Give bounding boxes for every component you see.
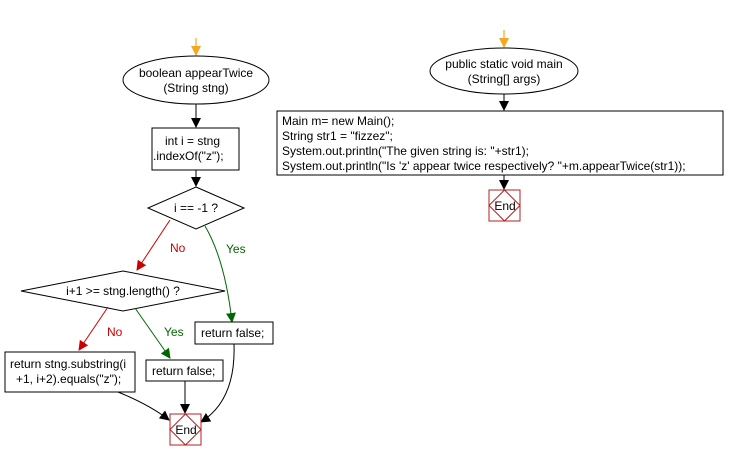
left-start-label-line2: (String stng) <box>163 81 228 95</box>
main-code-line-1: Main m= new Main(); <box>282 114 394 128</box>
decision1-no-label: No <box>170 241 186 255</box>
decision2-diamond <box>20 270 226 312</box>
return-false-label-a: return false; <box>201 326 264 340</box>
decision1-no-arrow <box>136 219 171 271</box>
decision2-label: i+1 >= stng.length() ? <box>66 284 180 298</box>
left-end-diamond <box>169 413 202 446</box>
right-end-label: End <box>494 199 515 213</box>
left-end-label: End <box>175 423 196 437</box>
right-start-terminal <box>429 47 579 95</box>
left-start-label-line1: boolean appearTwice <box>139 66 253 80</box>
return-substring-label-line1: return stng.substring(i <box>10 357 126 371</box>
return-substring-box <box>4 351 136 393</box>
main-code-line-2: String str1 = "fizzez"; <box>282 129 393 143</box>
assign-label-line1: int i = stng <box>165 134 220 148</box>
decision2-no-arrow <box>78 306 109 351</box>
return-false-label-b: return false; <box>152 364 215 378</box>
assign-label-line2: .indexOf("z"); <box>153 149 224 163</box>
right-start-label-line2: (String[] args) <box>468 72 541 86</box>
connector-falsea-to-end <box>200 343 235 423</box>
decision1-yes-arrow <box>204 225 236 323</box>
decision1-yes-label: Yes <box>226 242 246 256</box>
decision2-yes-arrow <box>134 307 171 359</box>
right-end-diamond <box>488 189 521 222</box>
main-code-box <box>276 110 724 176</box>
decision2-yes-label: Yes <box>164 325 184 339</box>
return-substring-label-line2: +1, i+2).equals("z"); <box>16 372 121 386</box>
connector-substring-to-end <box>117 391 170 421</box>
right-start-label-line1: public static void main <box>445 57 562 71</box>
left-start-terminal <box>122 55 270 105</box>
decision2-no-label: No <box>107 325 123 339</box>
assign-box <box>151 127 240 171</box>
decision1-label: i == -1 ? <box>174 201 218 215</box>
main-code-line-4: System.out.println("Is 'z' appear twice … <box>282 159 686 173</box>
decision1-diamond <box>146 186 246 230</box>
main-code-line-3: System.out.println("The given string is:… <box>282 144 529 158</box>
